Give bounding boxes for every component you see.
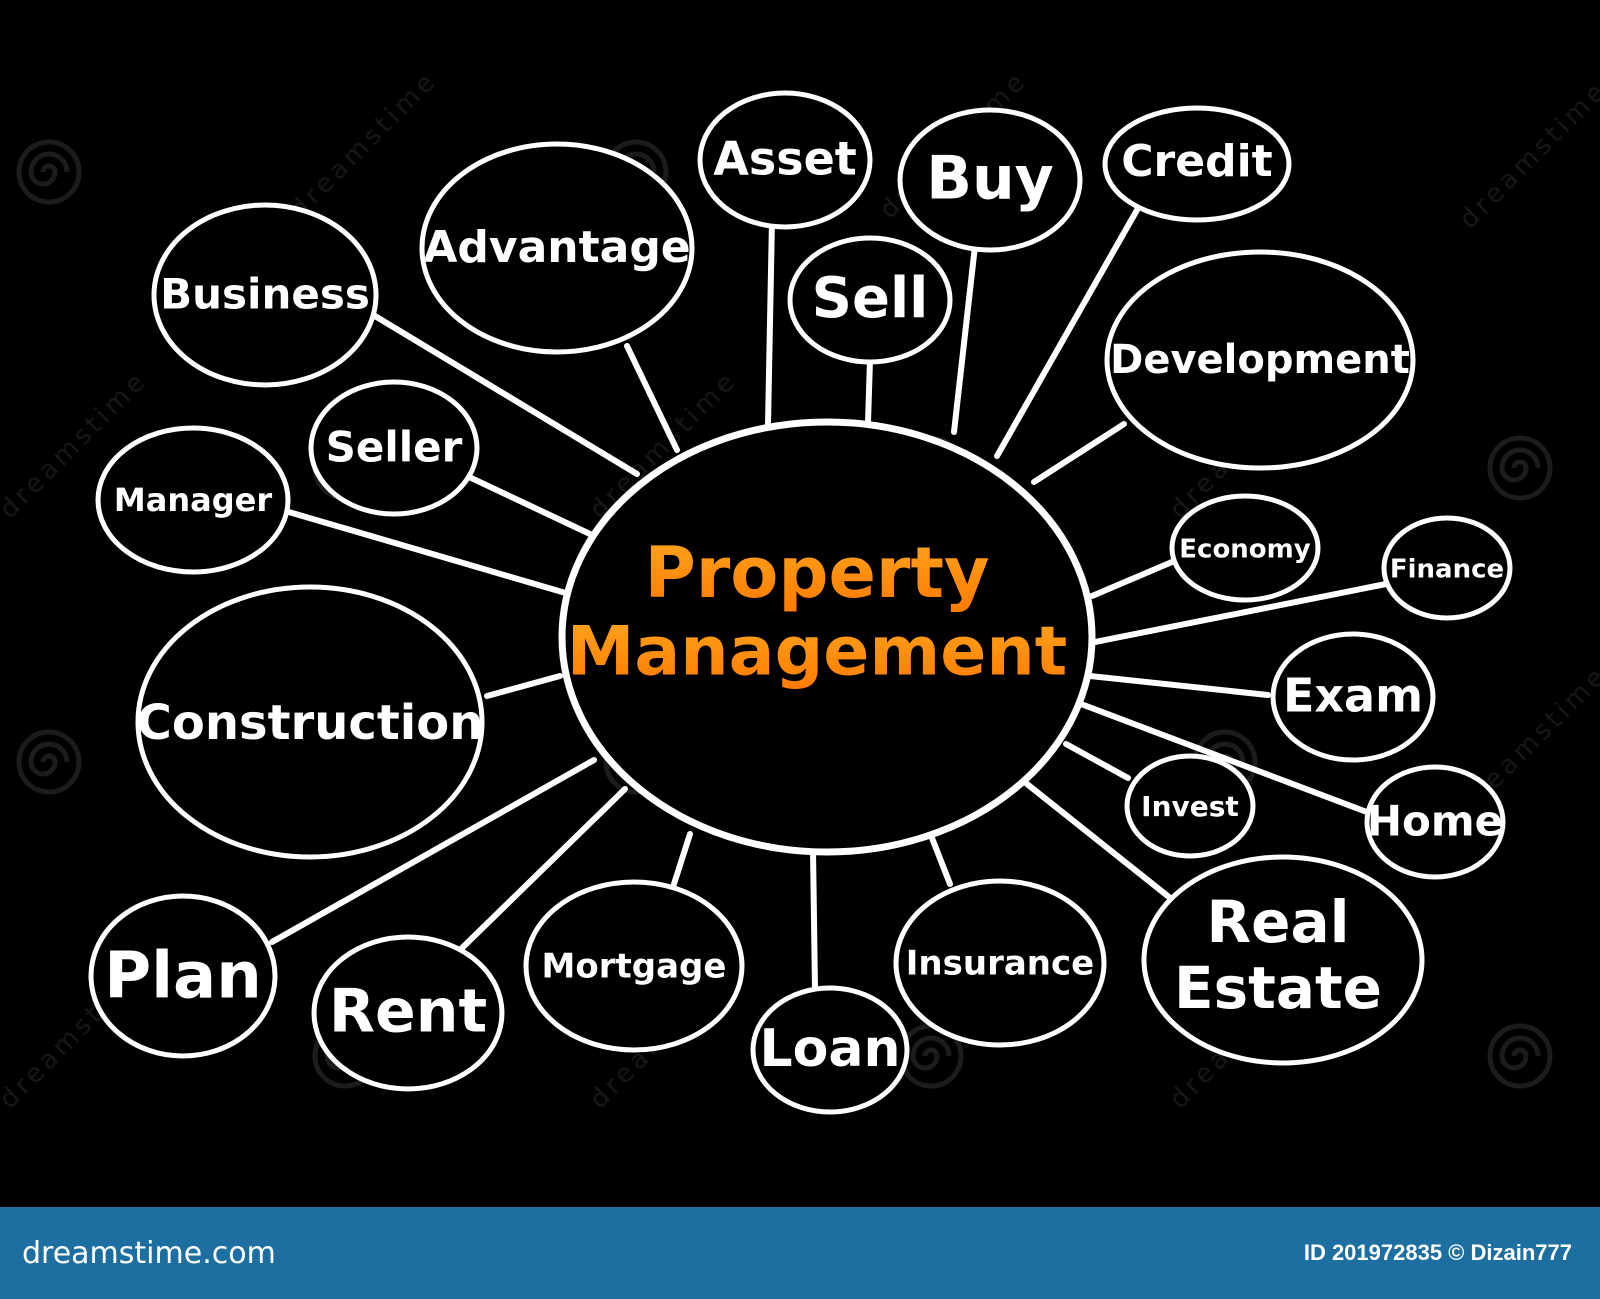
label-insurance: Insurance bbox=[906, 944, 1094, 984]
spiral-icon bbox=[19, 732, 79, 792]
connector-advantage bbox=[624, 343, 680, 453]
center-title-line2: Management bbox=[567, 613, 1068, 692]
connector-loan bbox=[810, 847, 818, 993]
node-exam bbox=[1270, 631, 1436, 763]
connector-exam bbox=[1087, 673, 1271, 698]
connector-manager bbox=[279, 507, 572, 597]
connector-insurance bbox=[929, 835, 953, 887]
label-economy: Economy bbox=[1179, 535, 1310, 565]
node-home bbox=[1364, 764, 1506, 880]
node-asset bbox=[697, 90, 873, 230]
label-invest: Invest bbox=[1141, 790, 1239, 823]
node-labels: Asset Buy Credit Advantage Business Sell… bbox=[104, 132, 1504, 1080]
label-advantage: Advantage bbox=[423, 222, 690, 273]
label-sell: Sell bbox=[812, 266, 929, 331]
connector-asset bbox=[765, 217, 775, 427]
label-development: Development bbox=[1110, 337, 1410, 383]
mind-map-canvas: dreamstime dreamstime dreamstime dreamst… bbox=[0, 65, 1600, 1115]
node-rent bbox=[311, 934, 505, 1092]
label-real-estate-line1: Real bbox=[1206, 888, 1349, 956]
center-title-line1: Property bbox=[644, 532, 989, 614]
label-real-estate-line2: Estate bbox=[1174, 954, 1382, 1022]
node-real-estate bbox=[1141, 854, 1425, 1066]
footer-bar: dreamstime.com ID 201972835 © Dizain777 bbox=[0, 1207, 1600, 1299]
spiral-icon bbox=[1490, 438, 1550, 498]
node-loan bbox=[750, 985, 910, 1115]
connector-real-estate bbox=[1024, 781, 1177, 904]
node-economy bbox=[1169, 493, 1321, 603]
node-business bbox=[151, 202, 379, 388]
watermark-text: dreamstime bbox=[284, 65, 444, 225]
label-finance: Finance bbox=[1390, 555, 1504, 585]
label-credit: Credit bbox=[1121, 136, 1272, 187]
connector-business bbox=[372, 313, 640, 477]
connector-development bbox=[1031, 421, 1127, 485]
label-asset: Asset bbox=[713, 132, 857, 186]
label-rent: Rent bbox=[329, 977, 487, 1047]
mind-map-diagram: dreamstime dreamstime dreamstime dreamst… bbox=[0, 65, 1600, 1115]
connector-construction bbox=[484, 673, 563, 699]
label-buy: Buy bbox=[926, 144, 1054, 214]
footer-brand[interactable]: dreamstime.com bbox=[22, 1236, 276, 1271]
label-manager: Manager bbox=[114, 481, 272, 519]
connector-rent bbox=[458, 786, 628, 952]
spiral-icon bbox=[1490, 1026, 1550, 1086]
connector-invest bbox=[1063, 741, 1131, 781]
node-construction bbox=[135, 584, 485, 860]
node-buy bbox=[897, 107, 1083, 253]
label-exam: Exam bbox=[1283, 669, 1423, 723]
node-insurance bbox=[893, 878, 1107, 1048]
label-mortgage: Mortgage bbox=[542, 947, 727, 987]
label-business: Business bbox=[160, 270, 370, 319]
label-plan: Plan bbox=[104, 940, 262, 1014]
connector-sell bbox=[865, 357, 873, 425]
node-advantage bbox=[419, 141, 695, 355]
node-plan bbox=[88, 893, 278, 1059]
node-seller bbox=[308, 379, 480, 517]
connector-home bbox=[1078, 701, 1375, 817]
node-credit bbox=[1102, 105, 1292, 223]
label-seller: Seller bbox=[326, 423, 463, 472]
label-home: Home bbox=[1367, 797, 1503, 846]
connector-seller bbox=[464, 473, 593, 537]
node-manager bbox=[95, 425, 291, 575]
connector-mortgage bbox=[671, 831, 693, 887]
label-loan: Loan bbox=[760, 1019, 901, 1079]
connector-buy bbox=[951, 243, 978, 435]
spiral-icon bbox=[19, 142, 79, 202]
node-ellipses bbox=[88, 90, 1513, 1115]
connector-economy bbox=[1089, 559, 1175, 599]
connector-plan bbox=[269, 757, 597, 945]
node-invest bbox=[1124, 753, 1256, 859]
node-finance bbox=[1381, 515, 1513, 621]
connector-credit bbox=[994, 207, 1140, 459]
connector-lines bbox=[269, 207, 1389, 993]
node-mortgage bbox=[523, 879, 745, 1053]
label-construction: Construction bbox=[137, 695, 484, 751]
watermark-text: dreamstime bbox=[1454, 75, 1600, 235]
brand-text: dreamstime.com bbox=[22, 1235, 276, 1271]
image-credit: ID 201972835 © Dizain777 bbox=[1303, 1240, 1572, 1265]
center-node bbox=[558, 418, 1096, 856]
node-sell bbox=[787, 235, 953, 365]
node-development bbox=[1104, 249, 1416, 471]
connector-finance bbox=[1092, 581, 1389, 645]
